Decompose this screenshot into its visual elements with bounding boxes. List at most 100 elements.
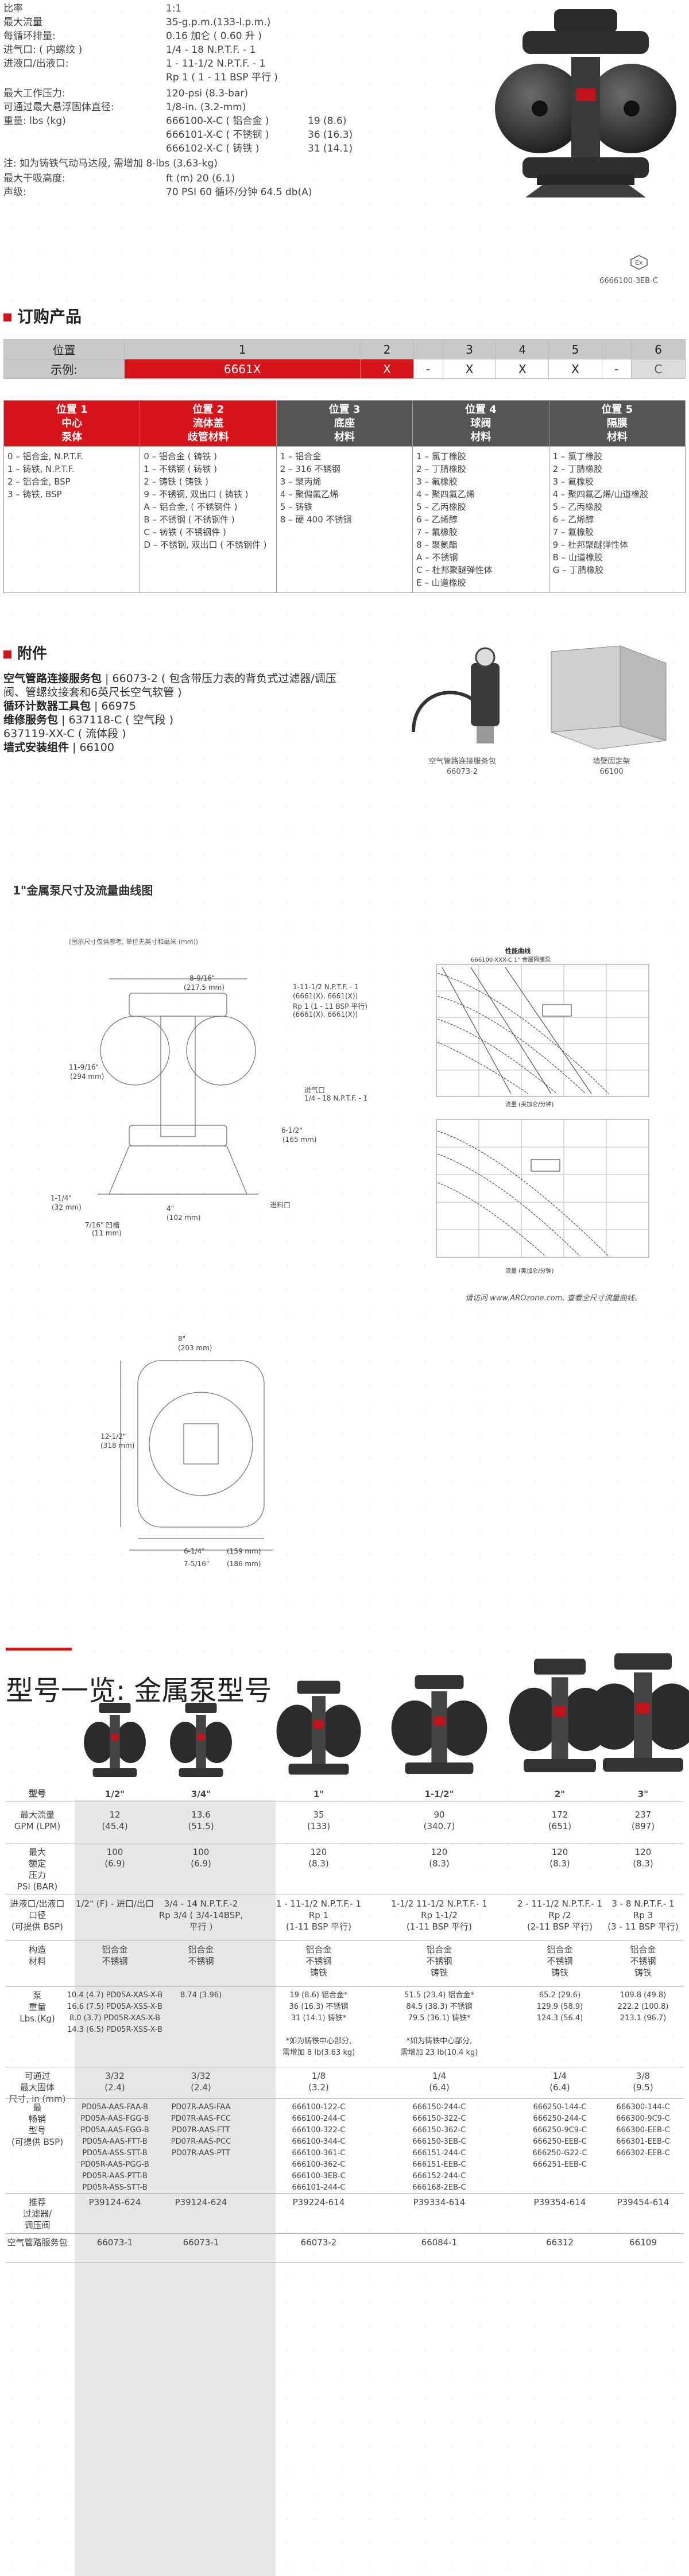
model-row-cell: 120 (8.3) <box>549 1847 570 1869</box>
example-cell: C <box>631 359 686 379</box>
option-item: 7 – 氟橡胶 <box>552 527 594 537</box>
model-row-cell: 1/4 (6.4) <box>549 2071 570 2093</box>
dimensions-note: (图示尺寸仅供参考, 单位无英寸和毫米 (mm)) <box>69 938 199 946</box>
spec-value: ft (m) 20 (6.1) <box>166 173 235 184</box>
dimension-label: (203 mm) <box>178 1344 212 1352</box>
performance-chart-1 <box>419 950 666 1111</box>
model-row-cell: 666150-244-C 666150-322-C 666150-362-C 6… <box>412 2103 466 2192</box>
example-cell: X <box>496 359 549 379</box>
spec-value: 1 - 11-1/2 N.P.T.F. - 1 <box>166 58 266 69</box>
model-row-cell: 66073-1 <box>96 2237 133 2248</box>
model-row-label: 最大 额定 压力 PSI (BAR) <box>17 1847 58 1892</box>
option-item: 1 – 氯丁橡胶 <box>416 451 466 462</box>
model-row-cell: 172 (651) <box>548 1810 572 1831</box>
option-item: 3 – 氟橡胶 <box>552 477 594 487</box>
dimension-label: (294 mm) <box>70 1072 104 1080</box>
position-sub2: 材料 <box>334 431 355 443</box>
model-row-cell: 8.74 (3.96) <box>180 1991 222 2000</box>
accessory-detail: 637119-XX-C ( 流体段 ) <box>3 727 126 740</box>
model-row-cell: 3/8 (9.5) <box>633 2071 653 2093</box>
position-cell: 5 <box>548 339 602 359</box>
option-item: 4 – 聚偏氟乙烯 <box>280 489 339 499</box>
spec-row: 重量: lbs (kg)666100-X-C ( 铝合金 )19 (8.6) <box>3 115 486 127</box>
model-row-rule <box>6 2233 683 2234</box>
option-item: 5 – 铸铁 <box>280 502 313 512</box>
option-item: 1 – 铝合金 <box>280 451 322 462</box>
option-item: C – 铸铁 ( 不锈钢件 ) <box>144 527 226 537</box>
option-item: 9 – 杜邦聚醚弹性体 <box>552 540 629 550</box>
accessory-line: 循环计数器工具包 | 66975 <box>3 699 136 713</box>
accessory-name: 维修服务包 <box>3 714 59 726</box>
option-item: 1 – 氯丁橡胶 <box>552 451 603 462</box>
position-sub2: 泵体 <box>61 431 83 443</box>
accessory-detail: | 66975 <box>91 700 136 712</box>
spec-value: 666102-X-C ( 铸铁 ) <box>166 143 260 154</box>
position-title: 位置 2 <box>192 403 224 416</box>
model-row-cell: 666100-122-C 666100-244-C 666100-322-C 6… <box>292 2103 346 2192</box>
model-row-cell: 66073-2 <box>300 2237 337 2248</box>
spec-value: 35-g.p.m.(133-l.p.m.) <box>166 17 271 28</box>
model-row-label: 最大流量 GPM (LPM) <box>14 1810 61 1831</box>
spec-value: 1/4 - 18 N.P.T.F. - 1 <box>166 44 256 56</box>
pump-image <box>491 2 680 243</box>
position-title: 位置 3 <box>328 403 361 416</box>
model-row-label: 空气管路服务包 <box>7 2237 68 2248</box>
option-item: 3 – 氟橡胶 <box>416 477 458 487</box>
model-row-cell: PD05A-AAS-FAA-B PD05A-AAS-FGG-B PD05A-AA… <box>80 2103 149 2192</box>
model-row-cell: 120 (8.3) <box>429 1847 450 1869</box>
chart-xlabel-2: 流量 (美加仑/分钟) <box>505 1268 554 1275</box>
position-sub1: 隔膜 <box>606 417 628 429</box>
model-row-cell: 1-1/2 11-1/2 N.P.T.F.- 1 Rp 1-1/2 (1-11 … <box>391 1899 487 1932</box>
option-item: 1 – 铸铁, N.P.T.F. <box>7 464 75 474</box>
position-options: 0 – 铝合金, N.P.T.F.1 – 铸铁, N.P.T.F.2 – 铝合金… <box>3 446 141 593</box>
option-item: 2 – 丁腈橡胶 <box>416 464 466 474</box>
option-item: 2 – 丁腈橡胶 <box>552 464 603 474</box>
model-row-cell: 66073-1 <box>183 2237 219 2248</box>
model-row-cell: 铝合金 不锈钢 <box>102 1944 128 1966</box>
ordering-heading: 订购产品 <box>3 304 82 327</box>
dimension-label: 7/16" 凹槽 <box>85 1221 120 1229</box>
spec-row: 每循环排量:0.16 加仑 ( 0.60 升 ) <box>3 30 486 42</box>
spec-value: 1/8-in. (3.2-mm) <box>166 102 246 113</box>
model-size: 3/4" <box>191 1789 211 1799</box>
dimension-drawing-bottom <box>115 1349 287 1556</box>
model-header-label: 型号 <box>28 1788 46 1799</box>
dimension-label: (165 mm) <box>282 1136 317 1144</box>
accessory-detail: | 66100 <box>69 741 114 754</box>
example-cell: X <box>360 359 414 379</box>
model-row-label: 最 畅销 型号 (可提供 BSP) <box>11 2102 64 2147</box>
dimension-label: (6661(X), 6661(X)) <box>293 1010 358 1018</box>
accessory-line: 637119-XX-C ( 流体段 ) <box>3 727 126 741</box>
model-row-cell: P39224-614 <box>292 2197 345 2207</box>
dimension-label: (217.5 mm) <box>184 983 224 991</box>
dimension-label: (318 mm) <box>100 1442 135 1450</box>
dimension-label: 6-1/2" <box>281 1126 303 1134</box>
option-item: 9 – 不锈钢, 双出口 ( 铸铁 ) <box>144 489 249 499</box>
model-row-rule <box>6 2262 683 2263</box>
models-shade-col <box>75 1800 276 2576</box>
option-item: E – 山道橡胶 <box>416 578 466 588</box>
model-row-rule <box>6 2098 683 2099</box>
option-item: D – 不锈钢, 双出口 ( 不锈钢件 ) <box>144 540 267 550</box>
position-title: 位置 1 <box>56 403 88 416</box>
model-row-cell: P39334-614 <box>413 2197 466 2207</box>
ex-icon: Ex <box>630 255 648 270</box>
air-line-kit-image <box>402 646 522 755</box>
model-row-cell: 2 - 11-1/2 N.P.T.F.- 1 Rp /2 (2-11 BSP 平… <box>517 1899 603 1932</box>
spec-row: 进液口/出液口:1 - 11-1/2 N.P.T.F. - 1 <box>3 57 486 70</box>
dimension-label: 进气口 <box>304 1086 326 1094</box>
spec-extra: 19 (8.6) <box>308 115 347 127</box>
position-cell <box>413 339 444 359</box>
spec-value: 70 PSI 60 循环/分钟 64.5 db(A) <box>166 187 312 198</box>
option-item: 5 – 乙丙橡胶 <box>552 502 603 512</box>
option-item: 6 – 乙烯醇 <box>416 514 458 525</box>
model-pump-image <box>169 1699 233 1785</box>
model-row-cell: 51.5 (23.4) 铝合金* 84.5 (38.3) 不锈钢 79.5 (3… <box>400 1991 478 2057</box>
position-sub1: 流体盖 <box>192 417 224 429</box>
example-cell: X <box>548 359 602 379</box>
